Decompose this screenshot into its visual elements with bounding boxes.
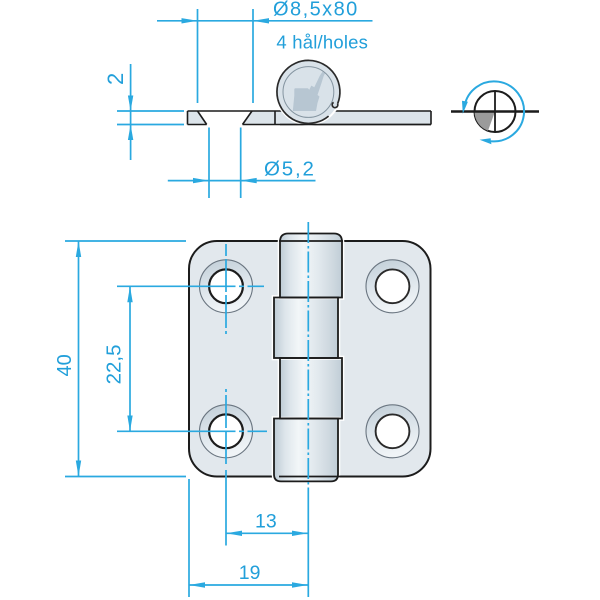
svg-text:40: 40: [54, 354, 76, 376]
svg-text:Ø5,2: Ø5,2: [264, 157, 316, 180]
svg-text:Ø8,5x80: Ø8,5x80: [273, 0, 359, 21]
svg-text:22,5: 22,5: [103, 344, 126, 384]
svg-text:13: 13: [255, 511, 277, 533]
svg-text:4 hål/holes: 4 hål/holes: [276, 32, 368, 53]
svg-text:19: 19: [239, 562, 261, 584]
svg-text:2: 2: [103, 73, 128, 85]
